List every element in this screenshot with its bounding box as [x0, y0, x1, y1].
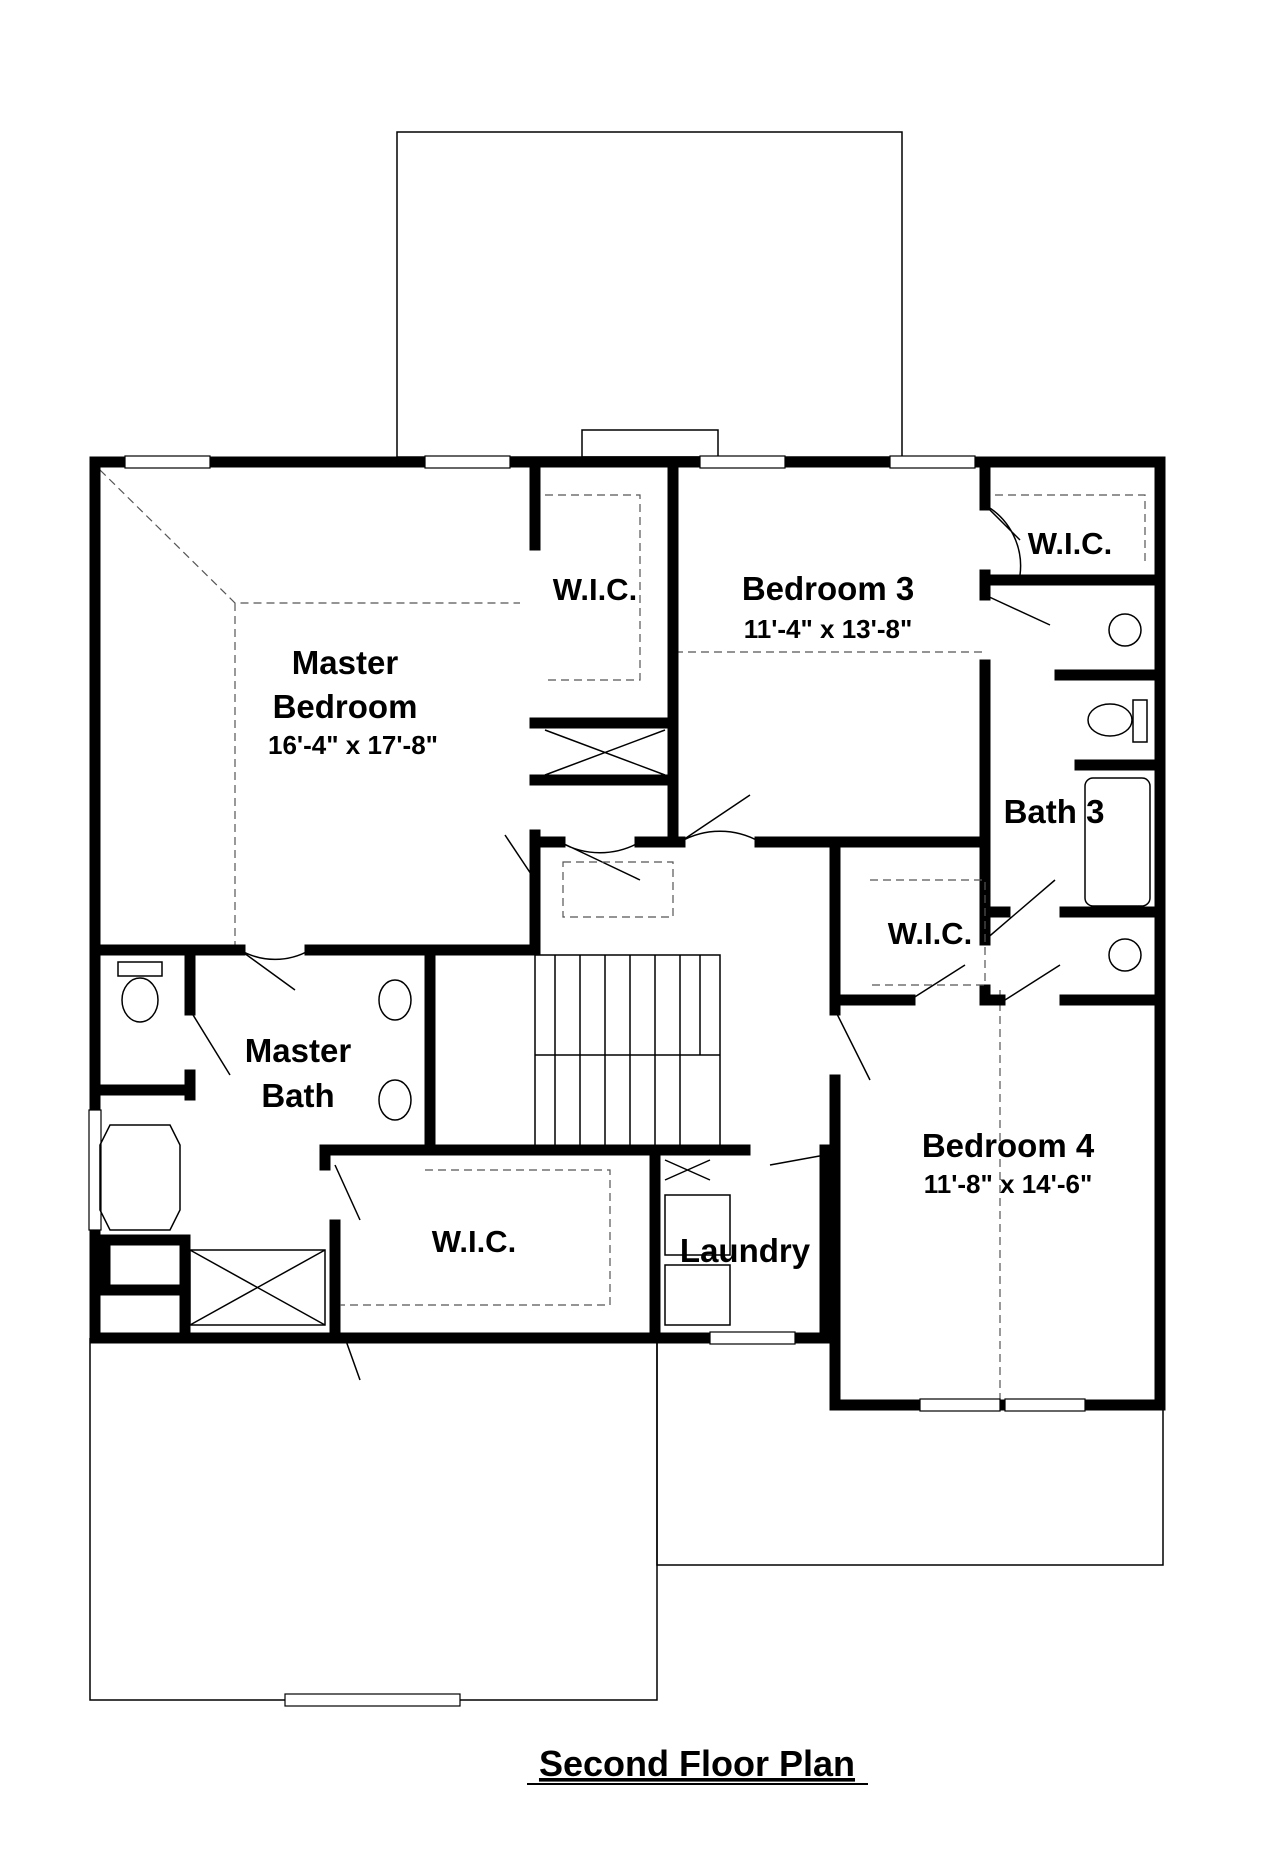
laundry-label: Laundry [680, 1232, 811, 1269]
bedroom3-label: Bedroom 3 [742, 570, 914, 607]
wic-bedroom4-label: W.I.C. [888, 916, 972, 951]
master-bedroom-dims: 16'-4" x 17'-8" [268, 730, 438, 760]
windows [88, 455, 1086, 1707]
master-ceiling-lines [99, 469, 1001, 1400]
stairs [534, 861, 721, 1151]
room-labels: Master Bedroom 16'-4" x 17'-8" W.I.C. Be… [245, 526, 1112, 1269]
doors [189, 504, 1061, 1381]
bedroom4-dims: 11'-8" x 14'-6" [924, 1169, 1093, 1199]
bedroom3-dims: 11'-4" x 13'-8" [744, 614, 913, 644]
bedroom4-label: Bedroom 4 [922, 1127, 1095, 1164]
bath3-label: Bath 3 [1004, 793, 1105, 830]
plan-title: Second Floor Plan [539, 1743, 855, 1784]
wic-master-bath-label: W.I.C. [432, 1224, 516, 1259]
master-bath-label-1: Master [245, 1032, 352, 1069]
wic-bedroom3-label: W.I.C. [1028, 526, 1112, 561]
fixtures [99, 494, 1151, 1326]
master-bath-label-2: Bath [261, 1077, 334, 1114]
wic-master-top-label: W.I.C. [553, 572, 637, 607]
master-bedroom-label-2: Bedroom [273, 688, 418, 725]
master-bedroom-label-1: Master [292, 644, 399, 681]
